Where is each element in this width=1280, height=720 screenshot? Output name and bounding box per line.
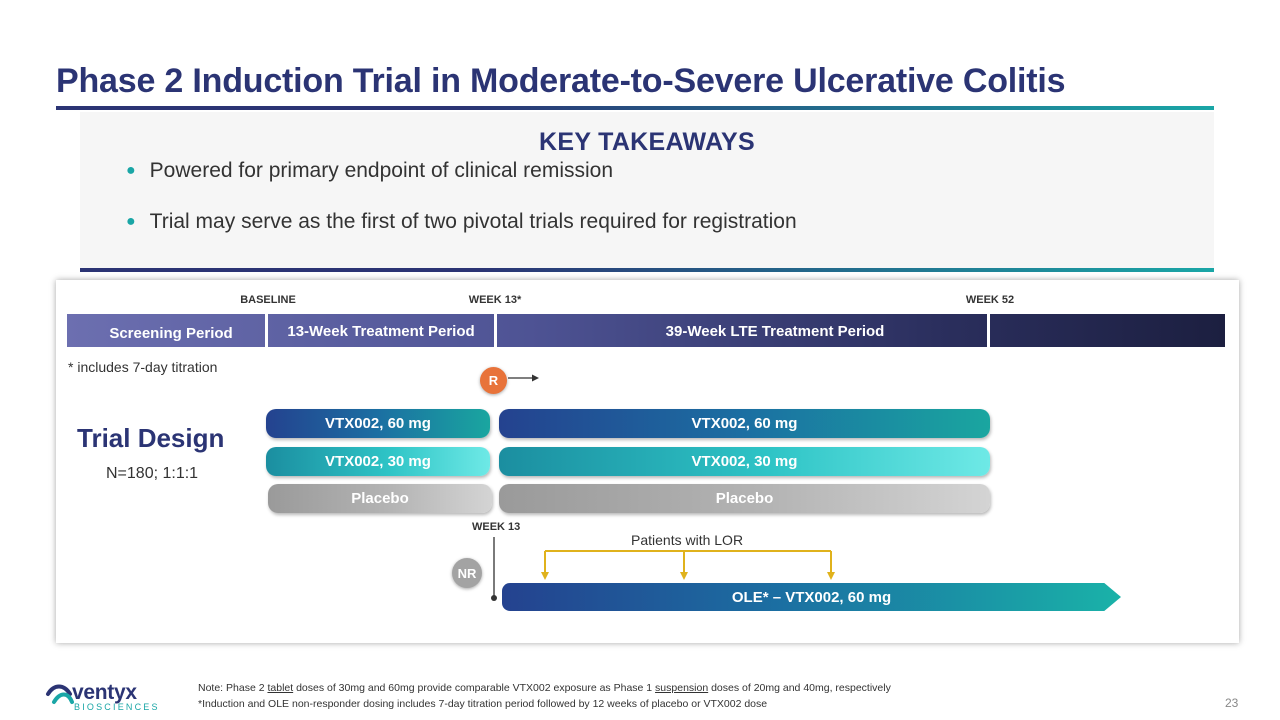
slide-title: Phase 2 Induction Trial in Moderate-to-S… [56, 62, 1066, 100]
dosing-footnote: *Induction and OLE non-responder dosing … [198, 698, 768, 710]
key-takeaways-heading: KEY TAKEAWAYS [539, 128, 755, 156]
bullet-icon: ● [126, 213, 136, 230]
note-text: doses of 20mg and 40mg, respectively [708, 682, 891, 694]
timeline-separator [494, 314, 497, 347]
timeline-bar [67, 314, 1225, 347]
milestone-week13: WEEK 13* [468, 294, 522, 306]
randomization-arrow-icon [508, 374, 539, 382]
takeaway-item-2: ● Trial may serve as the first of two piv… [126, 210, 797, 234]
lte-arm-60mg: VTX002, 60 mg [499, 409, 990, 438]
milestone-baseline: BASELINE [240, 294, 296, 306]
ole-arrow-bar: OLE* – VTX002, 60 mg [502, 583, 1121, 611]
induction-arm-placebo: Placebo [268, 484, 492, 513]
lte-arm-30mg: VTX002, 30 mg [499, 447, 990, 476]
note-term-tablet: tablet [267, 682, 294, 694]
timeline-separator [987, 314, 990, 347]
key-takeaways-box: KEY TAKEAWAYS [80, 112, 1214, 270]
trial-design-subtitle: N=180; 1:1:1 [106, 465, 199, 482]
title-divider [56, 106, 1214, 110]
induction-arm-60mg: VTX002, 60 mg [266, 409, 490, 438]
takeaway-item-1: ● Powered for primary endpoint of clinica… [126, 159, 613, 183]
logo-subtitle: BIOSCIENCES [74, 702, 160, 712]
lor-arrow-2 [680, 572, 688, 580]
lor-label: Patients with LOR [631, 532, 744, 548]
dose-note: Note: Phase 2 tablet doses of 30mg and 6… [198, 682, 891, 694]
period-13-week: 13-Week Treatment Period [287, 323, 475, 340]
note-term-suspension: suspension [655, 682, 709, 694]
milestone-week52: WEEK 52 [965, 294, 1015, 306]
titration-note: * includes 7-day titration [68, 359, 218, 375]
lor-arrow-1 [541, 572, 549, 580]
non-responder-marker: NR [452, 558, 482, 588]
induction-arm-30mg: VTX002, 30 mg [266, 447, 490, 476]
lte-arm-placebo: Placebo [499, 484, 990, 513]
note-text: doses of 30mg and 60mg provide comparabl… [293, 682, 656, 694]
week13-label: WEEK 13 [472, 521, 521, 533]
logo-wordmark: ventyx [72, 681, 137, 704]
page-number: 23 [1225, 696, 1239, 710]
period-39-week-lte: 39-Week LTE Treatment Period [665, 323, 885, 340]
note-text: Note: Phase 2 [198, 682, 268, 694]
lor-arrow-3 [827, 572, 835, 580]
takeaways-divider [80, 268, 1214, 272]
randomization-marker: R [480, 367, 507, 394]
trial-design-title: Trial Design [77, 423, 225, 453]
bullet-icon: ● [126, 162, 136, 179]
takeaway-text: Powered for primary endpoint of clinical… [149, 159, 614, 182]
week13-dot [491, 595, 497, 601]
ventyx-logo-icon [46, 684, 74, 704]
timeline-separator [265, 314, 268, 347]
period-screening: Screening Period [109, 325, 233, 342]
takeaway-text: Trial may serve as the first of two pivo… [149, 210, 797, 233]
